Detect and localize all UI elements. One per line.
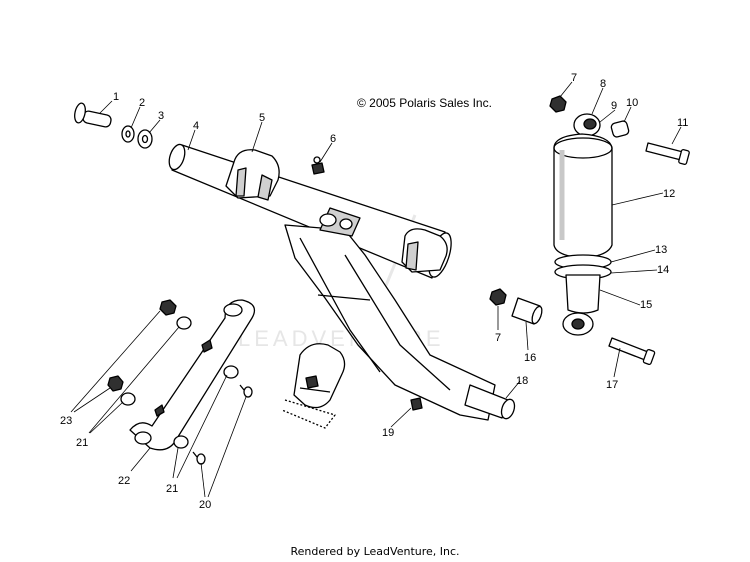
part-23-nut-b: [107, 375, 124, 392]
callout-20: 20: [199, 499, 211, 511]
callout-6: 6: [330, 133, 336, 145]
part-5-clamp: [225, 149, 280, 201]
callout-9: 9: [611, 100, 617, 112]
callout-21-left: 21: [76, 437, 88, 449]
callout-2: 2: [139, 97, 145, 109]
callout-3: 3: [158, 110, 164, 122]
callout-14: 14: [657, 264, 669, 276]
callout-7-top: 7: [571, 72, 577, 84]
callouts: 1 2 3 4 5 6 7 8 9 10 11 12 13 14 15 16 7…: [60, 72, 688, 511]
callout-18: 18: [516, 375, 528, 387]
callout-12: 12: [663, 188, 675, 200]
part-21-washer-d: [173, 435, 189, 449]
callout-5: 5: [259, 112, 265, 124]
callout-1: 1: [113, 91, 119, 103]
part-7-nut-top: [549, 95, 567, 113]
part-1-bolt: [74, 102, 112, 128]
part-23-nut-a: [159, 299, 177, 316]
callout-16: 16: [524, 352, 536, 364]
part-21-washer-c: [223, 365, 239, 379]
callout-13: 13: [655, 244, 667, 256]
shaft-right-clamp: [401, 228, 448, 273]
part-20-bolt-b: [192, 451, 206, 465]
part-2-washer: [121, 125, 135, 143]
frame-clamp-detail: [281, 343, 346, 429]
part-7-nut-mid: [489, 288, 507, 306]
part-21-washer-a: [176, 316, 192, 330]
part-6-fitting: [311, 156, 325, 175]
part-16-sleeve: [511, 297, 543, 325]
callout-21-bottom: 21: [166, 483, 178, 495]
callout-4: 4: [193, 120, 199, 132]
callout-23: 23: [60, 415, 72, 427]
footer-credit: Rendered by LeadVenture, Inc.: [290, 545, 460, 558]
part-17-bolt: [608, 337, 656, 366]
part-15-shock-lower: [562, 274, 601, 336]
callout-19: 19: [382, 427, 394, 439]
leader-lines: [70, 81, 682, 498]
callout-8: 8: [600, 78, 606, 90]
part-12-shock-body: [553, 133, 613, 259]
part-20-bolt-a: [239, 384, 253, 398]
callout-15: 15: [640, 299, 652, 311]
callout-7-mid: 7: [495, 332, 501, 344]
part-19-fitting: [410, 397, 423, 411]
part-10-sleeve: [610, 120, 630, 138]
part-22-link: [129, 299, 256, 451]
part-21-washer-b: [120, 392, 136, 406]
part-18-pivot-tube: [464, 384, 516, 420]
copyright-notice: © 2005 Polaris Sales Inc.: [357, 96, 492, 110]
part-11-bolt: [645, 142, 690, 165]
callout-22: 22: [118, 475, 130, 487]
part-8-shock-eye: [573, 113, 601, 137]
callout-17: 17: [606, 379, 618, 391]
part-3-washer: [137, 129, 153, 149]
swing-arm-frame: [284, 207, 496, 421]
callout-10: 10: [626, 97, 638, 109]
callout-11: 11: [677, 117, 688, 129]
